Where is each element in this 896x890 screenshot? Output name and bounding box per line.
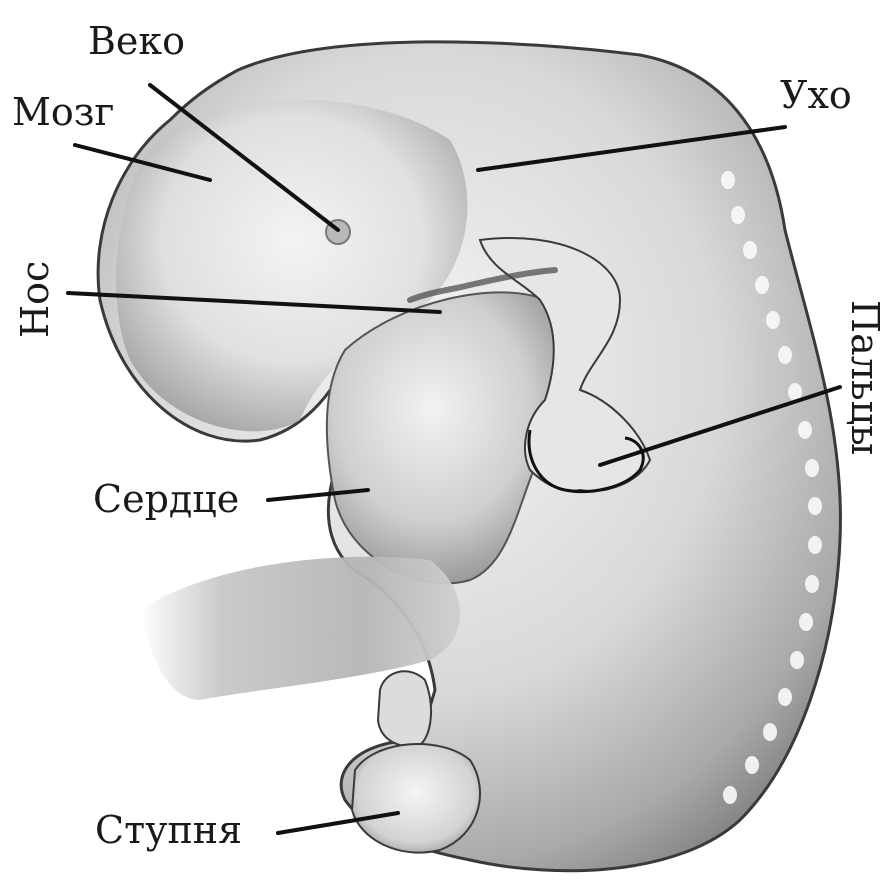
label-ear: Ухо xyxy=(780,73,852,117)
label-heart: Сердце xyxy=(93,477,239,521)
label-nose: Нос xyxy=(13,261,57,338)
embryo-foot xyxy=(352,744,480,853)
label-brain: Мозг xyxy=(12,90,114,134)
embryo-leg xyxy=(378,671,431,746)
label-foot: Ступня xyxy=(95,808,242,852)
label-eyelid: Веко xyxy=(88,19,185,63)
label-fingers: Пальцы xyxy=(843,300,887,455)
